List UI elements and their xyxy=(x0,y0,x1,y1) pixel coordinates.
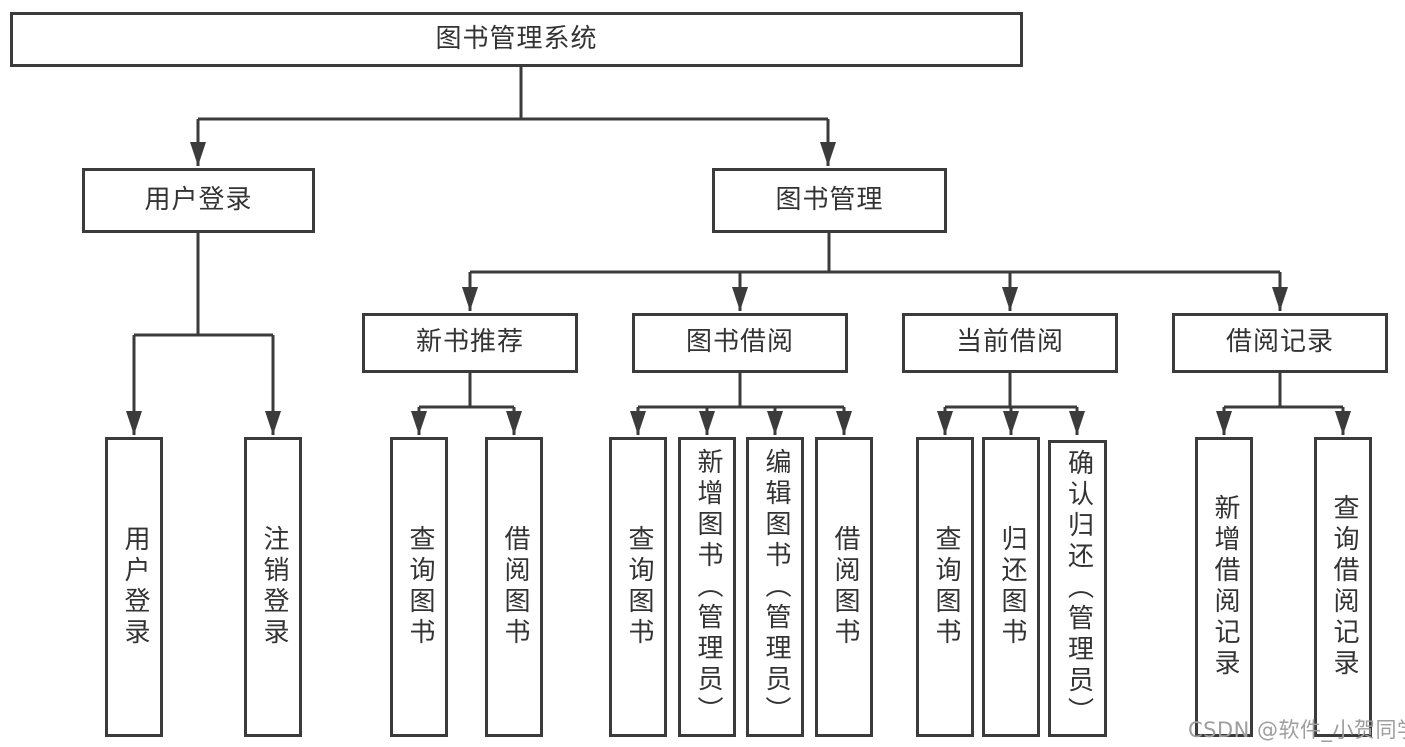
node-user-login: 用户登录 xyxy=(82,168,315,233)
leaf-cb-return-books: 归还图书 xyxy=(982,437,1040,737)
leaf-nb-borrow-books: 借阅图书 xyxy=(485,437,543,737)
leaf-cb-confirm-return-admin-label: 确认归还（管理员） xyxy=(1063,449,1094,728)
node-new-book-recommend-label: 新书推荐 xyxy=(415,327,524,358)
node-root-label: 图书管理系统 xyxy=(435,23,598,54)
leaf-cb-query-books: 查询图书 xyxy=(916,437,974,737)
leaf-bb-borrow-books-label: 借阅图书 xyxy=(829,525,860,649)
node-new-book-recommend: 新书推荐 xyxy=(362,313,578,373)
leaf-br-add-record-label: 新增借阅记录 xyxy=(1209,494,1240,680)
leaf-bb-query-books: 查询图书 xyxy=(609,437,667,737)
leaf-user-login-label: 用户登录 xyxy=(119,525,150,649)
leaf-br-query-record-label: 查询借阅记录 xyxy=(1328,494,1359,680)
leaf-bb-edit-books-admin: 编辑图书（管理员） xyxy=(746,437,804,737)
leaf-nb-query-books: 查询图书 xyxy=(390,437,448,737)
leaf-user-login: 用户登录 xyxy=(105,437,163,737)
node-borrow-records-label: 借阅记录 xyxy=(1225,327,1334,358)
node-book-management-label: 图书管理 xyxy=(775,184,884,215)
csdn-watermark: CSDN @软件_小贺同学 xyxy=(1188,718,1405,742)
leaf-bb-query-books-label: 查询图书 xyxy=(623,525,654,649)
node-book-management: 图书管理 xyxy=(712,168,947,233)
node-current-borrow: 当前借阅 xyxy=(902,313,1118,373)
leaf-bb-add-books-admin-label: 新增图书（管理员） xyxy=(692,447,723,727)
leaf-logout: 注销登录 xyxy=(244,437,302,737)
leaf-bb-edit-books-admin-label: 编辑图书（管理员） xyxy=(760,447,791,727)
leaf-nb-borrow-books-label: 借阅图书 xyxy=(499,525,530,649)
node-borrow-records: 借阅记录 xyxy=(1172,313,1388,373)
leaf-cb-query-books-label: 查询图书 xyxy=(930,525,961,649)
node-current-borrow-label: 当前借阅 xyxy=(955,327,1064,358)
leaf-nb-query-books-label: 查询图书 xyxy=(404,525,435,649)
leaf-cb-confirm-return-admin: 确认归还（管理员） xyxy=(1048,440,1107,737)
leaf-logout-label: 注销登录 xyxy=(258,525,289,649)
leaf-cb-return-books-label: 归还图书 xyxy=(996,525,1027,649)
leaf-bb-add-books-admin: 新增图书（管理员） xyxy=(678,437,736,737)
leaf-br-add-record: 新增借阅记录 xyxy=(1195,437,1253,737)
node-root: 图书管理系统 xyxy=(10,12,1023,67)
node-user-login-label: 用户登录 xyxy=(144,184,253,215)
node-book-borrow-label: 图书借阅 xyxy=(685,327,794,358)
leaf-bb-borrow-books: 借阅图书 xyxy=(815,437,873,737)
leaf-br-query-record: 查询借阅记录 xyxy=(1314,437,1372,737)
node-book-borrow: 图书借阅 xyxy=(632,313,848,373)
